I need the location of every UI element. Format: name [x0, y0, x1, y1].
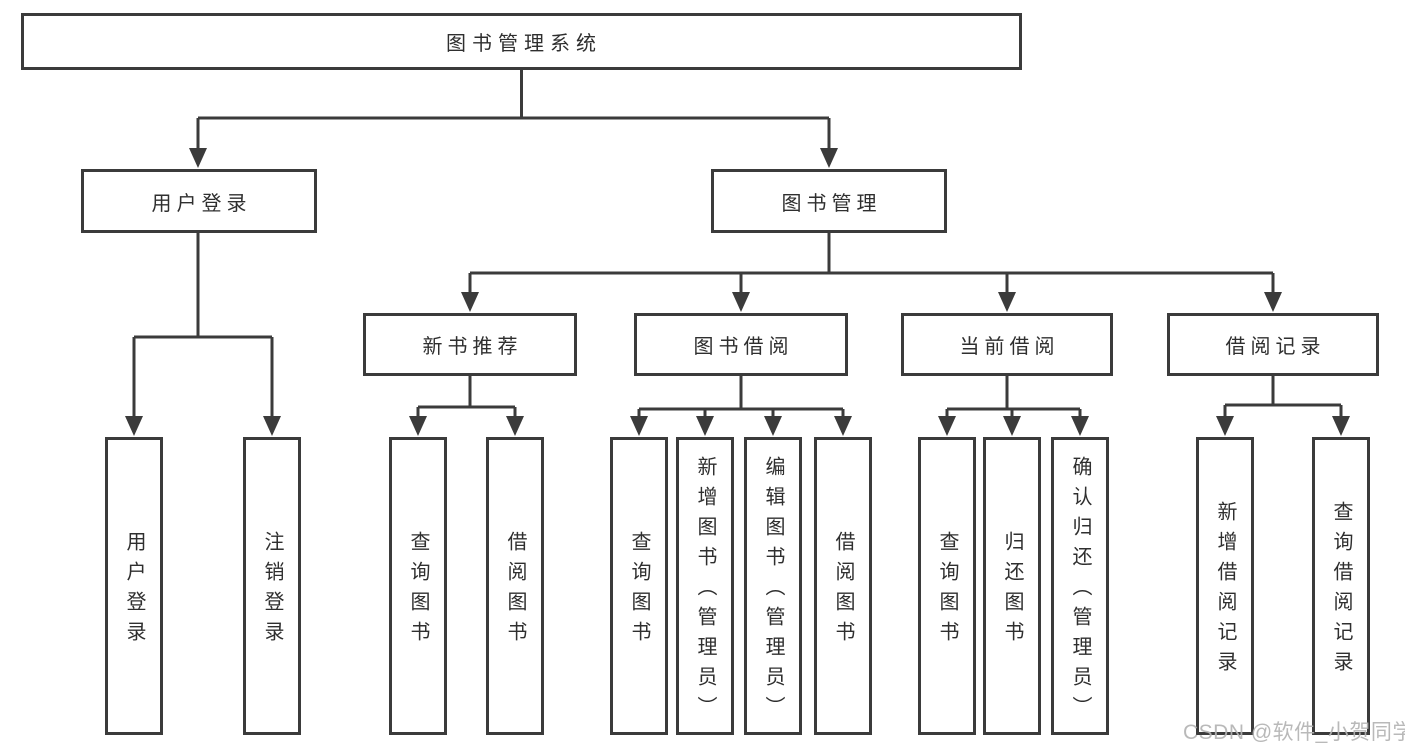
node-book-borrow: 图书借阅	[634, 313, 848, 376]
leaf-logout: 注销登录	[243, 437, 301, 735]
leaf-return-book: 归还图书	[983, 437, 1041, 735]
leaf-query-borrow-record: 查询借阅记录	[1312, 437, 1370, 735]
leaf-borrow-book: 借阅图书	[814, 437, 872, 735]
connector-userlogin-to-leaves	[125, 233, 281, 436]
watermark-text: CSDN @软件_小贺同学	[1183, 721, 1405, 744]
node-borrow-record: 借阅记录	[1167, 313, 1379, 376]
node-user-login: 用户登录	[81, 169, 317, 233]
leaf-add-borrow-record: 新增借阅记录	[1196, 437, 1254, 735]
node-book-management: 图书管理	[711, 169, 947, 233]
leaf-query-book-borrow: 查询图书	[610, 437, 668, 735]
connector-bookmgmt-to-level3	[461, 233, 1282, 312]
node-library-management-system: 图书管理系统	[21, 13, 1022, 70]
leaf-edit-book-admin: 编辑图书（管理员）	[744, 437, 802, 735]
leaf-query-book-recommend: 查询图书	[389, 437, 447, 735]
leaf-borrow-book-recommend: 借阅图书	[486, 437, 544, 735]
connector-root-to-level2	[189, 69, 838, 168]
connector-currentborrow-to-leaves	[938, 376, 1089, 436]
leaf-add-book-admin: 新增图书（管理员）	[676, 437, 734, 735]
connector-borrowrecord-to-leaves	[1216, 376, 1350, 436]
connector-newbook-to-leaves	[409, 376, 524, 436]
leaf-query-book-current: 查询图书	[918, 437, 976, 735]
node-current-borrow: 当前借阅	[901, 313, 1113, 376]
node-new-book-recommend: 新书推荐	[363, 313, 577, 376]
leaf-user-login: 用户登录	[105, 437, 163, 735]
connector-bookborrow-to-leaves	[630, 376, 852, 436]
leaf-confirm-return-admin: 确认归还（管理员）	[1051, 437, 1109, 735]
